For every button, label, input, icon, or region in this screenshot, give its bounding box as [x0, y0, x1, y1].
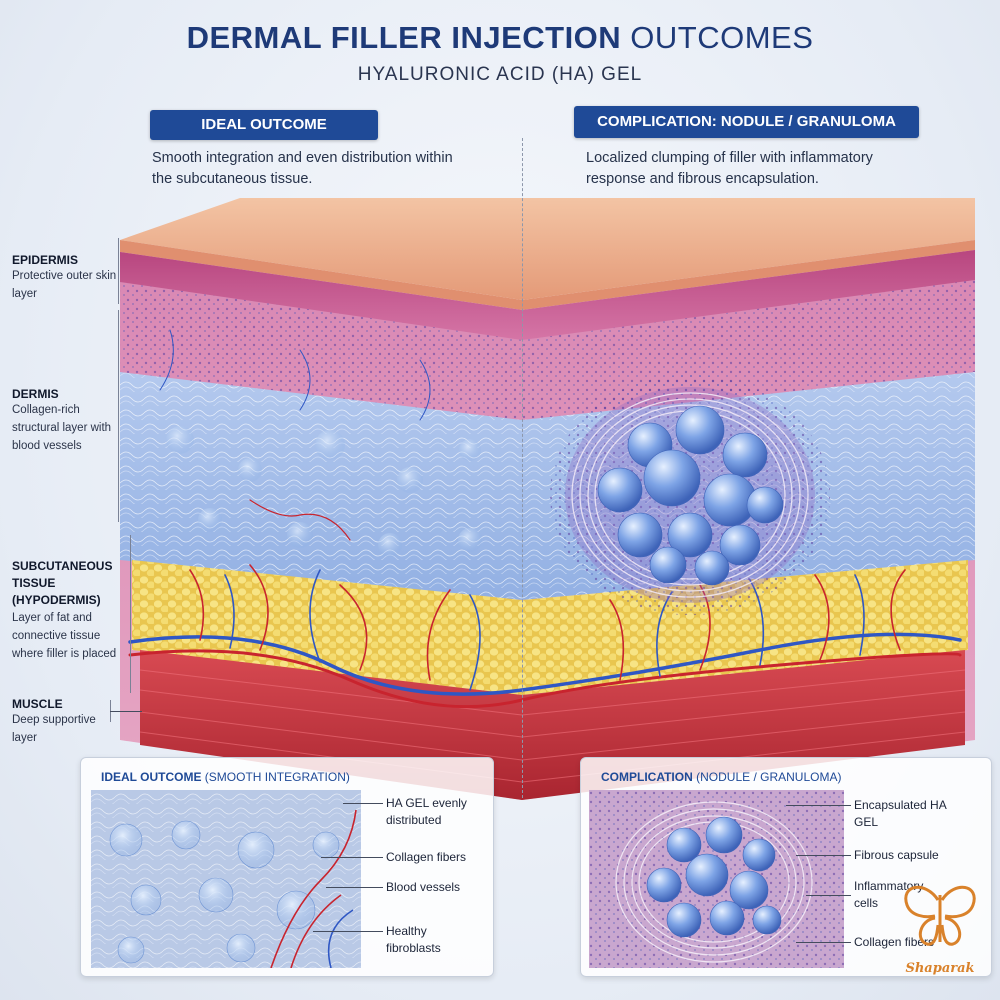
inset-title-light: (SMOOTH INTEGRATION) [201, 770, 350, 784]
layer-name: DERMIS [12, 387, 59, 401]
leader-inflammatory-cells [806, 895, 851, 896]
layer-description: Layer of fat and connective tissue where… [12, 612, 117, 660]
page-subtitle: HYALURONIC ACID (HA) GEL [357, 64, 643, 85]
leader-collagen-fibers [796, 942, 851, 943]
dermis-label: DERMIS Collagen-rich structural layer wi… [12, 387, 112, 455]
inset-title: COMPLICATION (NODULE / GRANULOMA) [601, 770, 841, 784]
inset-title: IDEAL OUTCOME (SMOOTH INTEGRATION) [101, 770, 350, 784]
title-main: DERMAL FILLER INJECTION [186, 20, 622, 55]
leader-fibroblasts [313, 931, 383, 932]
epidermis-bracket [118, 238, 119, 304]
muscle-leader-line [110, 711, 142, 712]
complication-microscopy-image [589, 790, 844, 968]
title-outcomes: OUTCOMES [621, 20, 814, 55]
epidermis-label: EPIDERMIS Protective outer skin layer [12, 253, 117, 303]
inset-title-strong: COMPLICATION [601, 770, 693, 784]
layer-name: SUBCUTANEOUS TISSUE (HYPODERMIS) [12, 559, 113, 607]
layer-description: Protective outer skin layer [12, 270, 117, 300]
layer-description: Collagen-rich structural layer with bloo… [12, 404, 112, 452]
subcutaneous-label: SUBCUTANEOUS TISSUE (HYPODERMIS) Layer o… [12, 558, 130, 663]
leader-ha-gel [343, 803, 383, 804]
label-collagen-fibers: Collagen fibers [854, 935, 935, 949]
inset-title-strong: IDEAL OUTCOME [101, 770, 202, 784]
complication-inset: COMPLICATION (NODULE / GRANULOMA) Encaps… [580, 757, 992, 977]
page-title: DERMAL FILLER INJECTION OUTCOMES [0, 20, 1000, 56]
ideal-outcome-badge: IDEAL OUTCOME [150, 110, 378, 140]
layer-name: EPIDERMIS [12, 253, 79, 267]
label-ha-gel: HA GEL evenly distributed [386, 796, 467, 827]
layer-name: MUSCLE [12, 697, 63, 711]
complication-description: Localized clumping of filler with inflam… [586, 150, 873, 187]
muscle-label: MUSCLE Deep supportive layer [12, 697, 112, 747]
leader-encapsulated-gel [786, 805, 851, 806]
layer-description: Deep supportive layer [12, 714, 96, 744]
label-collagen-fibers: Collagen fibers [386, 850, 467, 864]
logo-wordmark: Shaparak [905, 961, 975, 976]
ideal-outcome-description: Smooth integration and even distribution… [152, 150, 453, 187]
label-fibrous-capsule: Fibrous capsule [854, 848, 939, 862]
ideal-outcome-inset: IDEAL OUTCOME (SMOOTH INTEGRATION) HA GE… [80, 757, 494, 977]
leader-fibrous-capsule [796, 855, 851, 856]
label-healthy-fibroblasts: Healthy fibroblasts [386, 924, 441, 955]
butterfly-logo [904, 885, 976, 946]
label-blood-vessels: Blood vessels [386, 880, 461, 894]
leader-collagen [321, 857, 383, 858]
inset-title-light: (NODULE / GRANULOMA) [692, 770, 842, 784]
dermis-bracket [118, 310, 119, 522]
ideal-outcome-microscopy-image [91, 790, 361, 968]
leader-blood-vessels [326, 887, 383, 888]
subcutaneous-bracket [130, 535, 131, 693]
label-encapsulated-ha-gel: Encapsulated HA GEL [854, 798, 947, 829]
complication-badge: COMPLICATION: NODULE / GRANULOMA [574, 106, 919, 138]
label-inflammatory-cells: Inflammatory cells [854, 879, 924, 910]
comparison-divider [522, 138, 523, 798]
